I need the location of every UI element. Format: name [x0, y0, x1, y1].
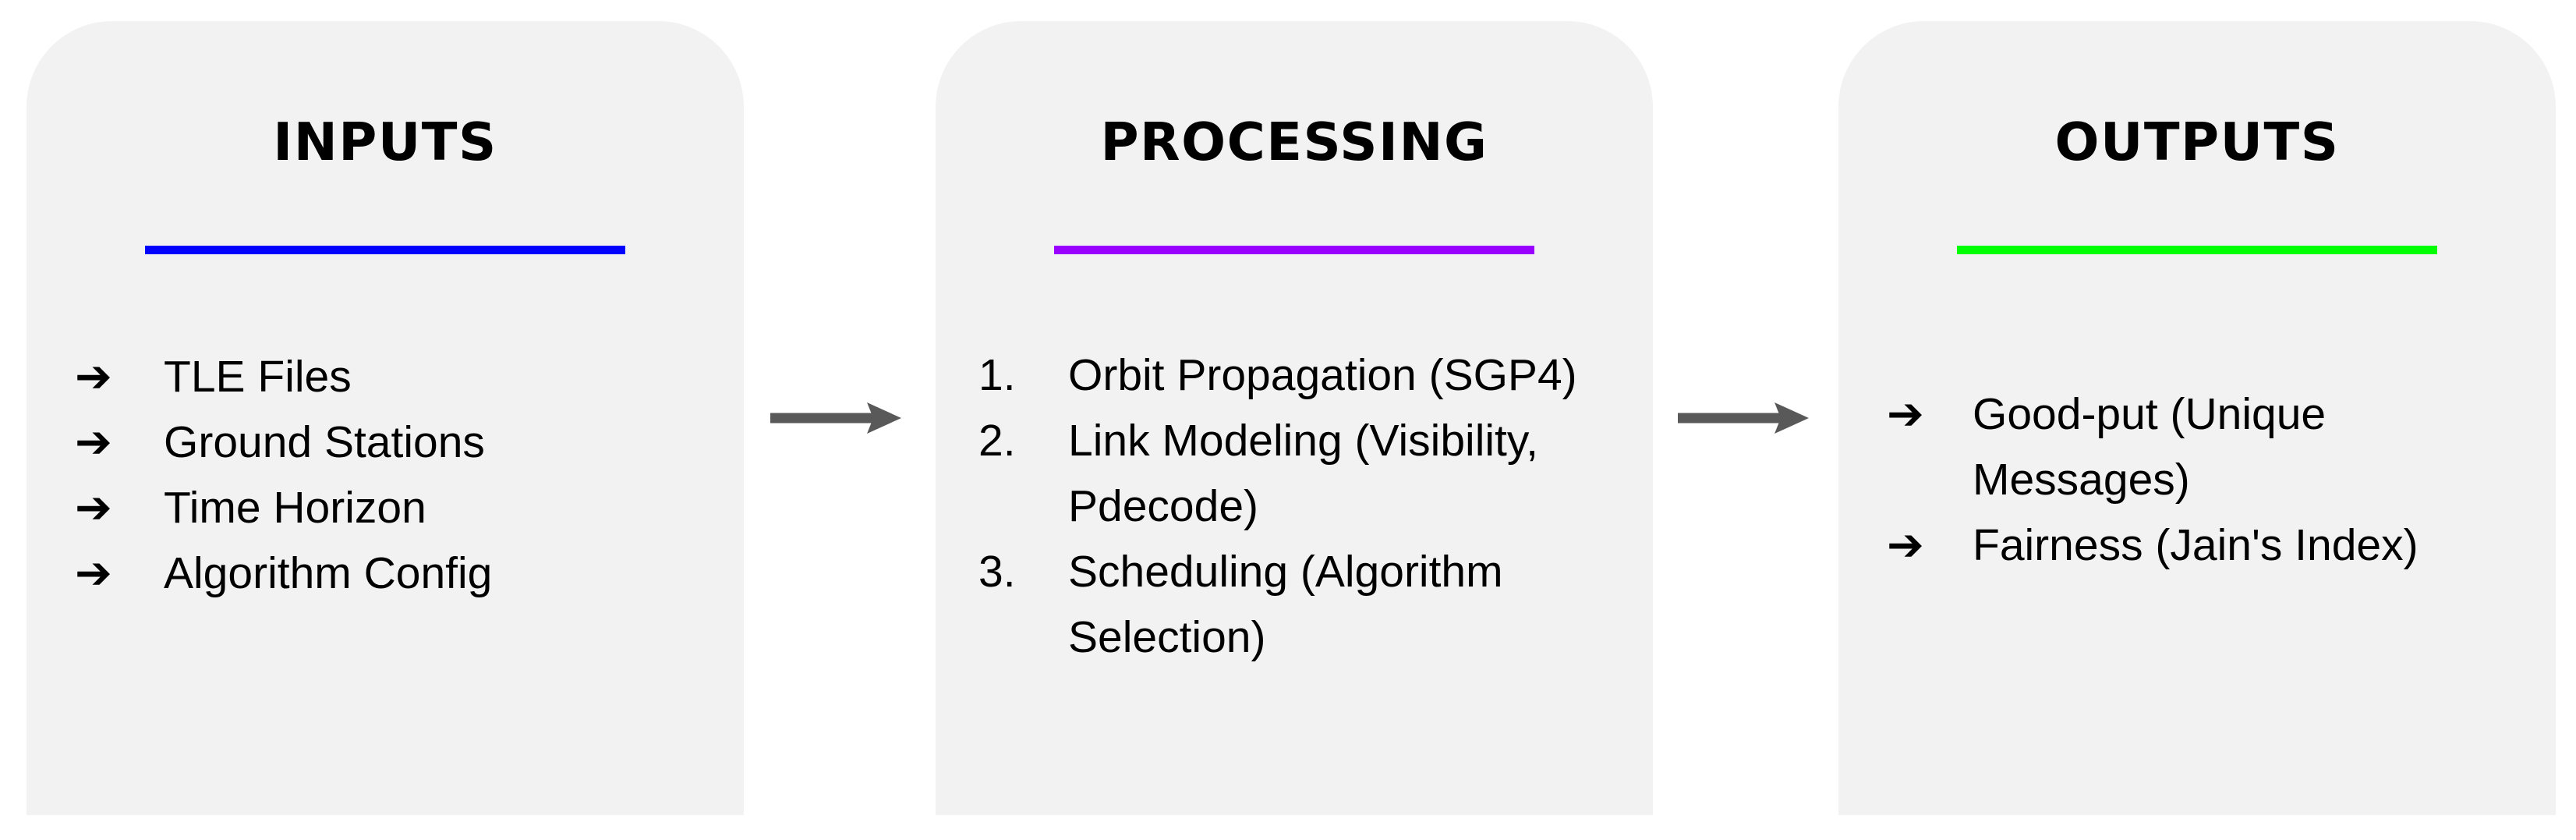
list-item: 2. Link Modeling (Visibility, Pdecode)	[936, 408, 1653, 539]
item-list: ➔TLE Files➔Ground Stations➔Time Horizon➔…	[27, 344, 744, 606]
arrow-bullet-icon: ➔	[75, 483, 112, 533]
list-item: 3. Scheduling (Algorithm Selection)	[936, 539, 1653, 670]
list-item-text: Ground Stations	[164, 417, 485, 467]
panel-title: PROCESSING	[1100, 112, 1488, 172]
number-bullet: 2.	[978, 416, 1016, 466]
list-item: ➔ Fairness (Jain's Index)	[1838, 512, 2556, 578]
list-item-text: Time Horizon	[164, 483, 426, 533]
accent-underline	[1054, 246, 1534, 254]
list-item: ➔ TLE Files	[27, 344, 744, 409]
list-item: ➔ Good-put (Unique Messages)	[1838, 381, 2556, 512]
arrow-bullet-icon: ➔	[75, 417, 112, 467]
item-list: 1. Orbit Propagation (SGP4) 2. Link Modelin…	[936, 342, 1653, 670]
list-item: ➔ Algorithm Config	[27, 541, 744, 606]
list-item: 1. Orbit Propagation (SGP4)	[936, 342, 1653, 408]
list-item-text: Algorithm Config	[164, 548, 493, 598]
arrow-bullet-icon: ➔	[75, 352, 112, 402]
accent-underline	[1957, 246, 2437, 254]
arrow-bullet-icon: ➔	[75, 548, 112, 598]
accent-underline	[145, 246, 625, 254]
panel-inputs: INPUTS ➔ TLE Files ➔ Ground Stations ➔ Time H…	[27, 21, 744, 815]
item-list: ➔ Good-put (Unique Messages) ➔ Fairness (Ja…	[1838, 381, 2556, 578]
number-bullet: 3.	[978, 547, 1016, 597]
list-item-text: Scheduling (Algorithm Selection)	[1068, 547, 1503, 662]
panel-title: INPUTS	[273, 112, 497, 172]
panel-outputs: OUTPUTS ➔ Good-put (Unique Messages) ➔ Fair…	[1838, 21, 2556, 815]
flow-arrow-icon	[770, 395, 903, 441]
arrow-bullet-icon: ➔	[1887, 520, 1924, 570]
list-item: ➔ Time Horizon	[27, 475, 744, 541]
flow-arrow-icon	[1678, 395, 1810, 441]
list-item-text: TLE Files	[164, 352, 352, 402]
list-item: ➔ Ground Stations	[27, 409, 744, 475]
panel-processing: PROCESSING 1. Orbit Propagation (SGP4) 2. L…	[936, 21, 1653, 815]
list-item-text: Link Modeling (Visibility, Pdecode)	[1068, 416, 1538, 531]
list-item-text: Good-put (Unique Messages)	[1973, 389, 2327, 505]
number-bullet: 1.	[978, 350, 1016, 400]
list-item-text: Orbit Propagation (SGP4)	[1068, 350, 1577, 400]
panel-title: OUTPUTS	[2054, 112, 2340, 172]
list-item-text: Fairness (Jain's Index)	[1973, 520, 2419, 570]
arrow-bullet-icon: ➔	[1887, 389, 1924, 439]
